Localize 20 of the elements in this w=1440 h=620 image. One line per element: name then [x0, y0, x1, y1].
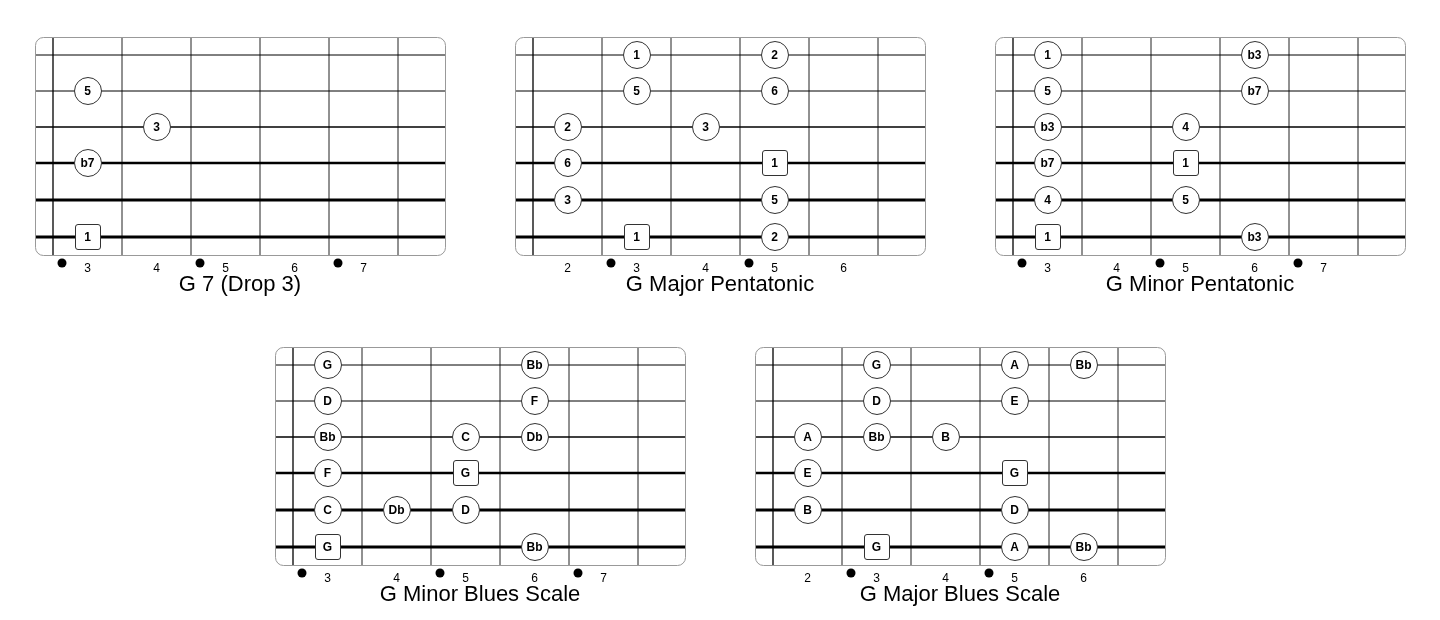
root-note-marker: 1 [623, 224, 650, 250]
root-note-marker: 1 [74, 224, 101, 250]
root-note-marker: 1 [761, 150, 788, 176]
root-note-marker: 1 [1034, 224, 1061, 250]
fret-number: 7 [359, 261, 368, 275]
root-note-marker: G [863, 534, 890, 560]
fret-number: 6 [839, 261, 848, 275]
root-note-marker: G [1001, 460, 1028, 486]
fret-number: 6 [1079, 571, 1088, 585]
fret-number: 3 [1043, 261, 1052, 275]
fret-number: 2 [803, 571, 812, 585]
fret-number: 2 [563, 261, 572, 275]
root-note-marker: 1 [1172, 150, 1199, 176]
root-note-marker: G [452, 460, 479, 486]
fret-number: 3 [83, 261, 92, 275]
root-note-marker: G [314, 534, 341, 560]
fret-number: 7 [1319, 261, 1328, 275]
fret-number: 3 [323, 571, 332, 585]
fret-number: 7 [599, 571, 608, 585]
fret-number: 4 [152, 261, 161, 275]
